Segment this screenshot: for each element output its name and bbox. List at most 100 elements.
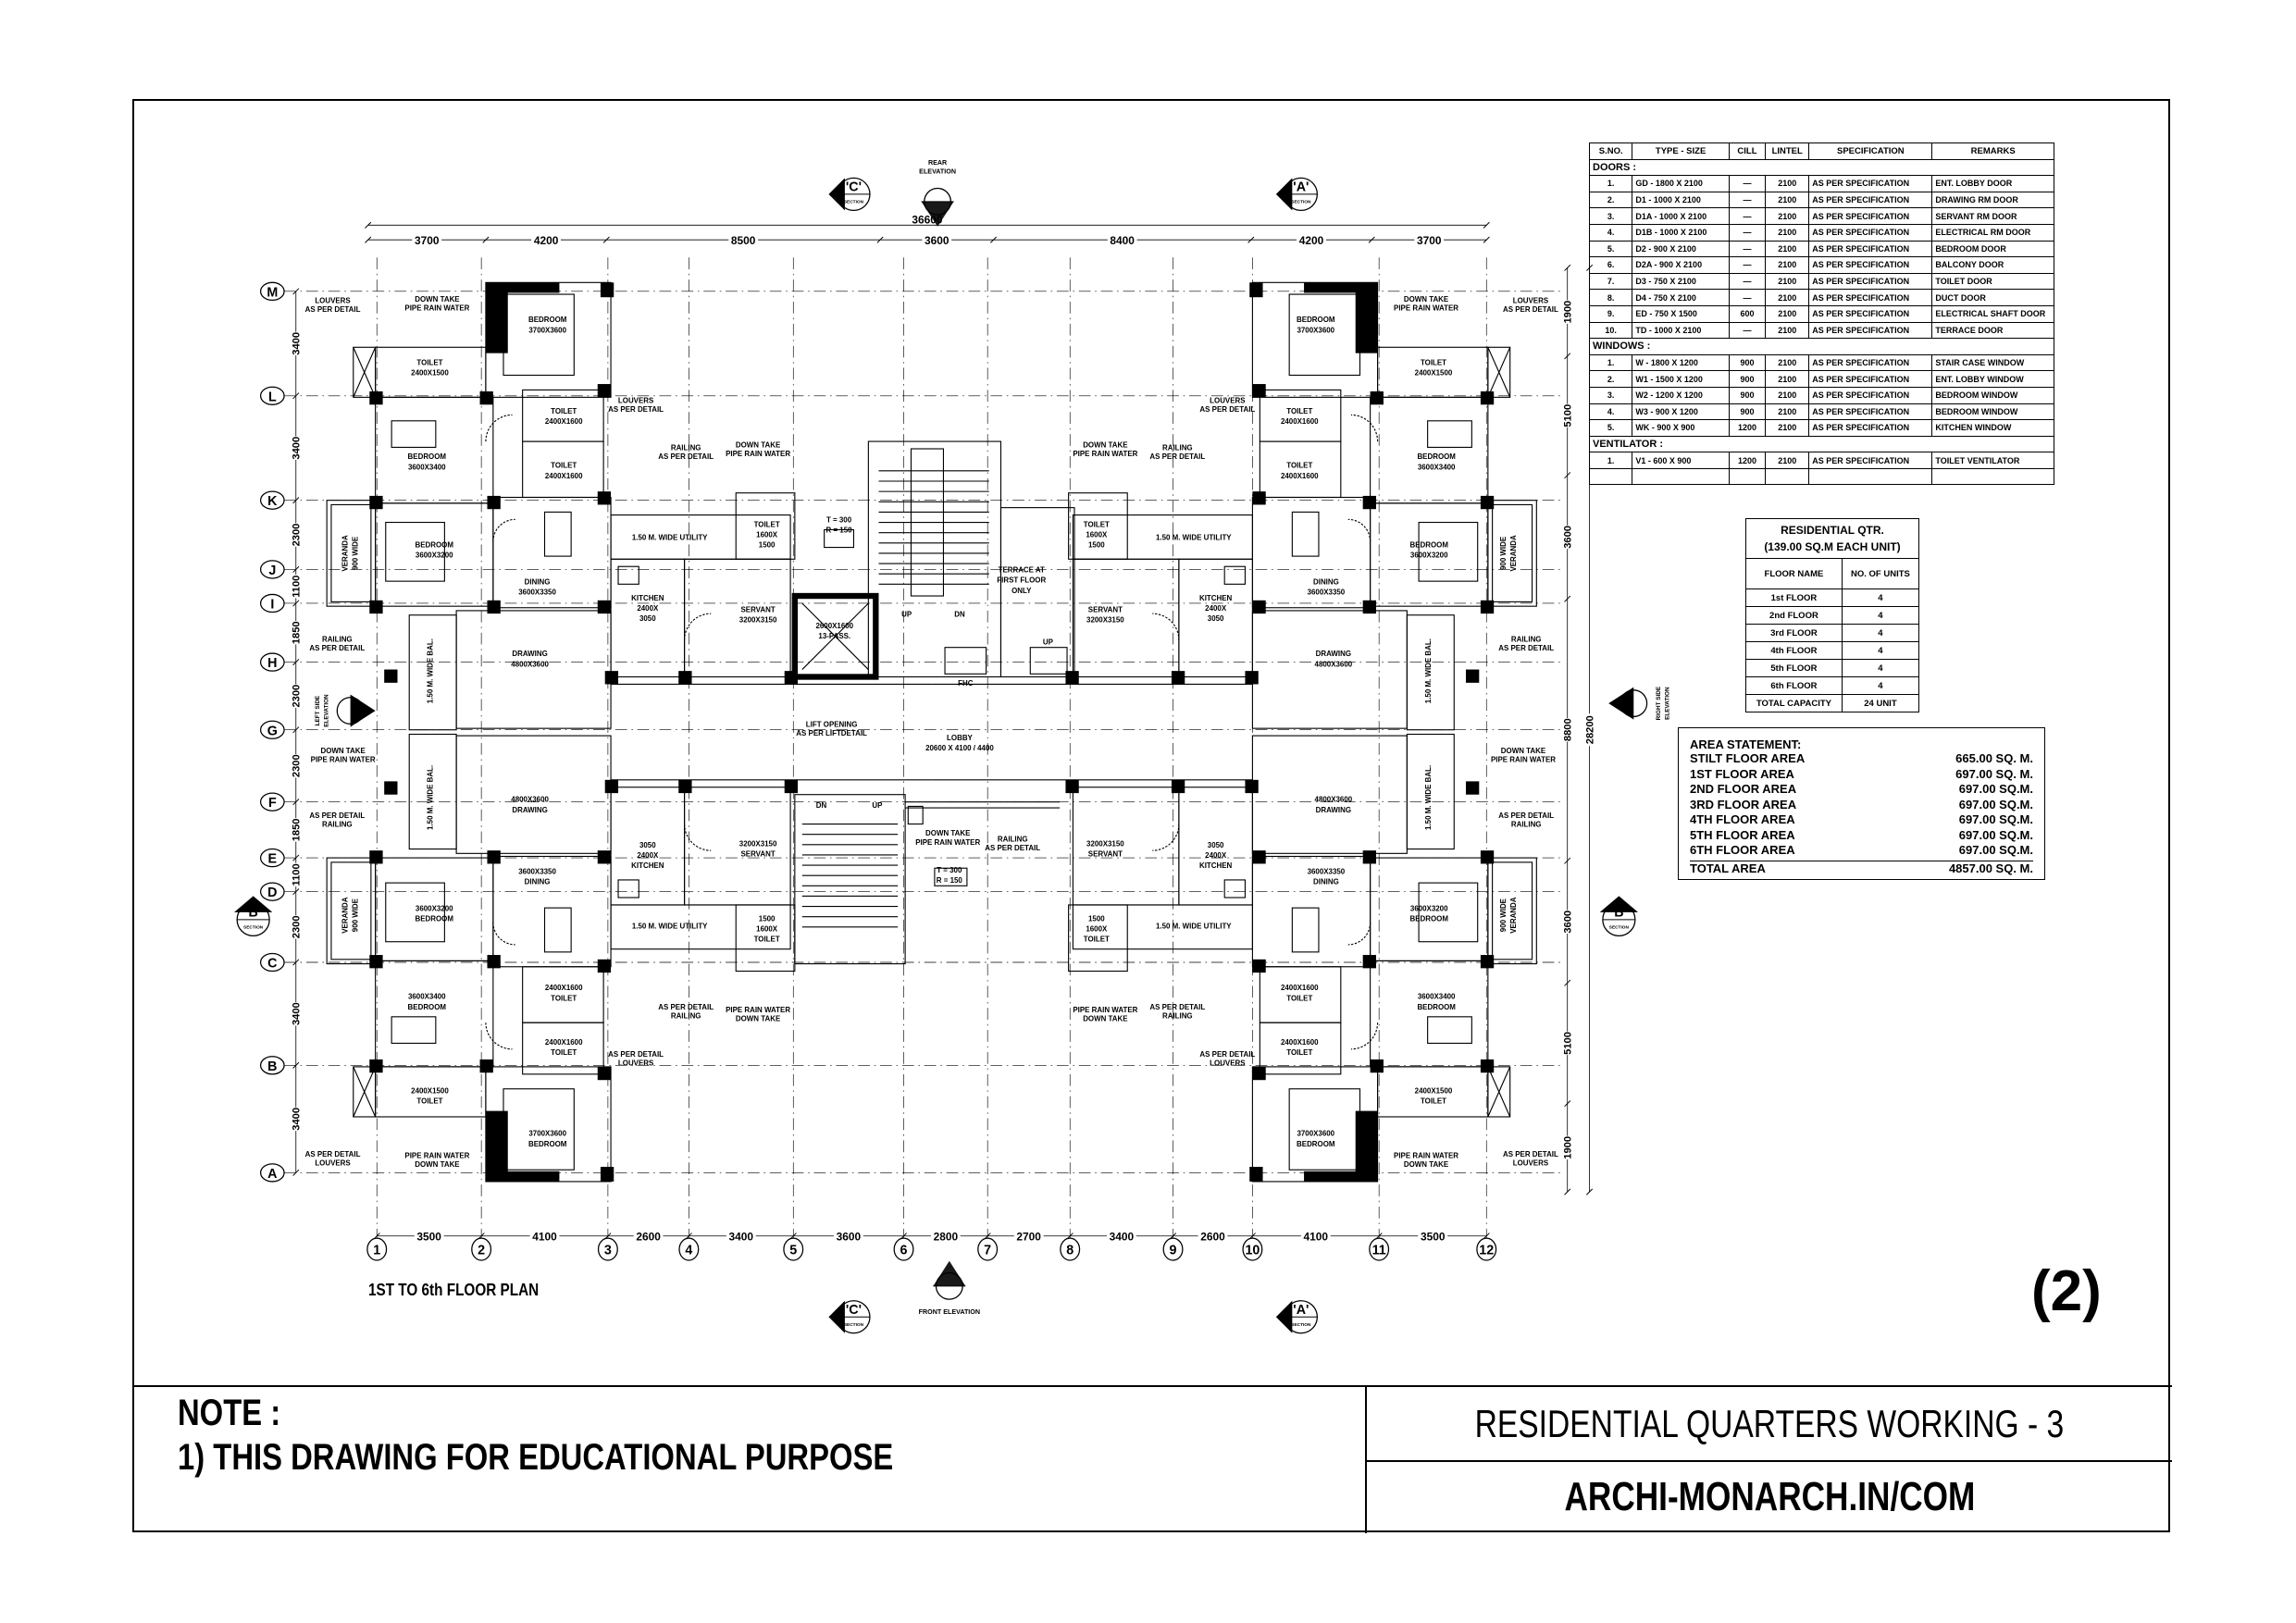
schedule-cell: 2100 xyxy=(1765,353,1810,372)
room-label-railing: RAILING xyxy=(1162,1011,1193,1020)
schedule-cell: ELECTRICAL SHAFT DOOR xyxy=(1931,304,2054,323)
drawing-title-text: RESIDENTIAL QUARTERS WORKING - 3 xyxy=(1474,1402,2065,1445)
schedule-cell: 4. xyxy=(1588,223,1633,242)
unit-top-left xyxy=(326,281,933,731)
section-marker-b: 'B'SECTION xyxy=(233,896,273,937)
room-label-toilet: TOILET xyxy=(1286,407,1312,415)
schedule-cell xyxy=(1765,467,1810,486)
section-word: SECTION xyxy=(1291,199,1311,204)
section-letter: 'B' xyxy=(245,906,261,921)
dimension-bottom: 4100 xyxy=(1304,1231,1329,1244)
grid-bubble-column: 12 xyxy=(1476,1237,1497,1261)
units-value: 4 xyxy=(1841,659,1920,677)
drawing-title: RESIDENTIAL QUARTERS WORKING - 3 xyxy=(1367,1388,2172,1460)
schedule-cell: AS PER SPECIFICATION xyxy=(1808,240,1933,258)
floor-name: 2nd FLOOR xyxy=(1745,606,1843,625)
grid-column-label: 10 xyxy=(1245,1244,1260,1258)
section-marker-a: 'A'SECTION xyxy=(1275,1300,1319,1334)
room-label-kitchen: KITCHEN xyxy=(1199,594,1233,602)
schedule-section-title: VENTILATOR : xyxy=(1589,435,2054,453)
room-label-dining-size: 3600X3350 xyxy=(1308,588,1346,596)
schedule-cell: BALCONY DOOR xyxy=(1931,256,2054,274)
room-label-kitchen: KITCHEN xyxy=(631,861,664,870)
schedule-cell: 2100 xyxy=(1765,403,1810,421)
grid-bubble-row: J xyxy=(259,560,285,579)
schedule-cell: D2A - 900 X 2100 xyxy=(1632,256,1730,274)
schedule-cell: 2100 xyxy=(1765,272,1810,291)
elevation-section-markers: 'C'SECTION'A'SECTION'C'SECTION'A'SECTION… xyxy=(233,159,1670,1334)
room-label-balcony: 1.50 M. WIDE BAL. xyxy=(1424,638,1433,703)
section-word: SECTION xyxy=(1609,924,1630,930)
schedule-cell: AS PER SPECIFICATION xyxy=(1808,272,1933,291)
schedule-cell xyxy=(1632,467,1730,486)
room-label-toilet: TOILET xyxy=(1421,358,1446,366)
room-label-as-per-detail: AS PER DETAIL xyxy=(1199,405,1255,414)
schedule-cell: BEDROOM WINDOW xyxy=(1931,403,2054,421)
room-label-as-per-detail: AS PER DETAIL xyxy=(1149,452,1205,461)
schedule-cell: — xyxy=(1728,207,1767,225)
grid-bubble-row: A xyxy=(259,1163,285,1183)
room-label-toilet-small-2: 1500 xyxy=(759,541,776,550)
room-label-louvers: LOUVERS xyxy=(1513,1158,1548,1167)
core-label-fhc: FHC xyxy=(958,679,974,688)
dimension-bottom: 3400 xyxy=(1110,1231,1135,1244)
schedule-cell: 1. xyxy=(1588,175,1633,192)
dimension-bottom: 3600 xyxy=(837,1231,862,1244)
area-value: 697.00 SQ. M. xyxy=(1955,766,2033,781)
grid-row-label: M xyxy=(267,285,278,300)
schedule-cell: 1200 xyxy=(1728,419,1767,437)
core-label-lift-opening-2: AS PER LIFTDETAIL xyxy=(796,729,867,737)
schedule-cell: D1A - 1000 X 2100 xyxy=(1632,207,1730,225)
dimension-bottom: 2600 xyxy=(636,1231,661,1244)
room-label-servant-size: 3200X3150 xyxy=(1086,616,1124,625)
area-total-value: 4857.00 SQ. M. xyxy=(1948,861,2033,875)
section-word: SECTION xyxy=(1291,1322,1311,1328)
dimension-bottom: 2800 xyxy=(934,1231,959,1244)
room-label-bedroom: BEDROOM xyxy=(408,452,447,461)
area-value: 665.00 SQ. M. xyxy=(1955,751,2033,765)
room-label-servant: SERVANT xyxy=(740,850,775,859)
schedule-header-4: SPECIFICATION xyxy=(1808,142,1933,160)
rear-elevation-label: ELEVATION xyxy=(919,168,956,176)
room-label-veranda-width: 900 WIDE xyxy=(352,537,360,570)
room-label-kitchen-size-1: 2400X xyxy=(637,851,659,860)
schedule-cell xyxy=(1728,467,1767,486)
schedule-cell: 8. xyxy=(1588,289,1633,306)
schedule-cell: W - 1800 X 1200 xyxy=(1632,353,1730,372)
room-label-bed-3600x3200: 3600X3200 xyxy=(1410,551,1448,560)
right-side-elevation-label: ELEVATION xyxy=(1664,687,1670,720)
area-statement-heading: AREA STATEMENT: xyxy=(1690,737,1802,751)
schedule-cell: 2100 xyxy=(1765,370,1810,388)
grid-row-label: C xyxy=(267,957,277,972)
unit-bottom-left xyxy=(326,733,933,1183)
grid-row-label: L xyxy=(268,390,277,404)
residential-title: RESIDENTIAL QTR. xyxy=(1781,524,1884,537)
dimension-top: 8400 xyxy=(1110,234,1135,247)
units-value: 4 xyxy=(1841,624,1920,642)
core-label-lift-2: 13-PASS. xyxy=(818,632,850,640)
schedule-cell: AS PER SPECIFICATION xyxy=(1808,321,1933,340)
grid-bubble-column: 10 xyxy=(1242,1237,1263,1261)
front-elevation-label: FRONT ELEVATION xyxy=(919,1308,980,1316)
schedule-cell: — xyxy=(1728,191,1767,209)
room-label-kitchen-size-1: 2400X xyxy=(1205,851,1227,860)
schedule-cell: 900 xyxy=(1728,370,1767,388)
room-label-toilet: TOILET xyxy=(1286,994,1312,1002)
section-marker-a: 'A'SECTION xyxy=(1275,177,1319,212)
room-label-bed-3600x3400: 3600X3400 xyxy=(408,463,446,471)
room-label-toilet: TOILET xyxy=(754,935,780,944)
schedule-cell: GD - 1800 X 2100 xyxy=(1632,175,1730,192)
room-label-pipe-rain-water: PIPE RAIN WATER xyxy=(404,1151,469,1159)
schedule-cell: 2100 xyxy=(1765,304,1810,323)
room-label-toilet: TOILET xyxy=(1421,1097,1446,1106)
room-label-toilet-2400x1600: 2400X1600 xyxy=(545,984,583,992)
room-label-dining-size: 3600X3350 xyxy=(518,868,556,876)
grid-column-label: 6 xyxy=(900,1244,908,1258)
floor-name: 5th FLOOR xyxy=(1745,659,1843,677)
website-text: ARCHI-MONARCH.IN/COM xyxy=(1564,1474,1975,1519)
